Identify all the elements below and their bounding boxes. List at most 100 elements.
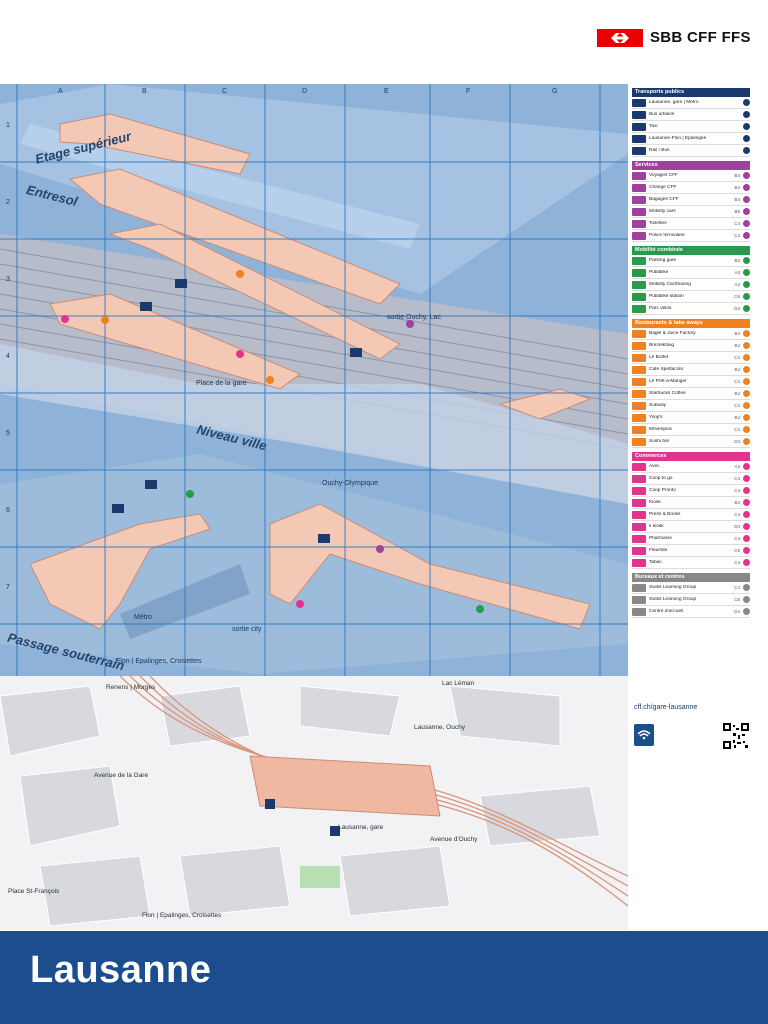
legend-row-grid-ref: C4 <box>734 488 740 493</box>
legend-row-label: Brezelkönig <box>649 343 675 348</box>
legend-row[interactable]: Lausanne, gare | Métro <box>632 97 750 109</box>
station-map[interactable]: Etage supérieur Entresol Niveau ville Pa… <box>0 84 628 676</box>
legend-row-grid-ref: C4 <box>734 379 740 384</box>
level-dot-icon <box>743 463 750 470</box>
row-label-1: 1 <box>6 122 10 129</box>
service-icon <box>632 522 646 531</box>
legend-row-grid-ref: B3 <box>734 258 740 263</box>
level-dot-icon <box>743 111 750 118</box>
legend-row[interactable]: Taxi <box>632 121 750 133</box>
legend-row-label: Toilettes <box>649 221 667 226</box>
level-dot-icon <box>743 257 750 264</box>
legend-section-header: Bureaux et centres <box>632 573 750 582</box>
website-url[interactable]: cff.ch/gare-lausanne <box>634 704 698 711</box>
legend-row[interactable]: Lausanne-Flon | Epalinges <box>632 133 750 145</box>
level-dot-icon <box>743 305 750 312</box>
service-icon <box>632 437 646 446</box>
legend-row-grid-ref: C4 <box>734 476 740 481</box>
level-dot-icon <box>743 475 750 482</box>
level-dot-icon <box>743 147 750 154</box>
legend-row[interactable]: Rail / Bus <box>632 145 750 157</box>
legend-row-grid-ref: B4 <box>734 500 740 505</box>
legend-row-grid-ref: C4 <box>734 536 740 541</box>
service-icon <box>632 98 646 107</box>
label-flon-city: Flon | Epalinges, Croisettes <box>142 912 222 919</box>
city-map[interactable]: Renens | Morges Lac Léman Avenue de la G… <box>0 676 628 930</box>
legend-row[interactable]: Bus urbains <box>632 109 750 121</box>
legend-row-grid-ref: C4 <box>734 560 740 565</box>
label-lausanne-ouchy: Lausanne, Ouchy <box>414 724 465 731</box>
qr-code-icon[interactable] <box>723 723 749 749</box>
col-label-e: E <box>384 88 389 95</box>
col-label-a: A <box>58 88 63 95</box>
legend-row-label: Rail / Bus <box>649 148 670 153</box>
legend-section-header: Services <box>632 161 750 170</box>
level-dot-icon <box>743 281 750 288</box>
legend-row[interactable]: Brezelkönig B4 <box>632 340 750 352</box>
service-icon <box>632 280 646 289</box>
row-label-6: 6 <box>6 507 10 514</box>
legend-row-label: Swiss Learning Group <box>649 585 697 590</box>
legend-row-grid-ref: B4 <box>734 331 740 336</box>
level-dot-icon <box>743 414 750 421</box>
legend-row-label: Mövenpick <box>649 427 672 432</box>
service-icon <box>632 558 646 567</box>
service-icon <box>632 171 646 180</box>
level-dot-icon <box>743 559 750 566</box>
legend-row-label: Fleuriste <box>649 548 668 553</box>
service-icon <box>632 486 646 495</box>
col-label-f: F <box>466 88 471 95</box>
legend-row-grid-ref: B5 <box>734 209 740 214</box>
service-icon <box>632 122 646 131</box>
service-icon <box>632 183 646 192</box>
col-label-d: D <box>302 88 308 95</box>
level-dot-icon <box>743 426 750 433</box>
legend-row-label: Lausanne, gare | Métro <box>649 100 699 105</box>
legend-row-grid-ref: B4 <box>734 367 740 372</box>
level-dot-icon <box>743 487 750 494</box>
sbb-logo[interactable]: SBB CFF FFS <box>597 29 750 47</box>
service-icon <box>632 462 646 471</box>
service-icon <box>632 377 646 386</box>
service-icon <box>632 256 646 265</box>
legend-section-header: Mobilité combinée <box>632 246 750 255</box>
service-icon <box>632 268 646 277</box>
service-icon <box>632 534 646 543</box>
legend-row-grid-ref: B4 <box>734 343 740 348</box>
level-dot-icon <box>743 184 750 191</box>
legend-row-grid-ref: C6 <box>734 294 740 299</box>
legend-row-label: Bus urbains <box>649 112 675 117</box>
